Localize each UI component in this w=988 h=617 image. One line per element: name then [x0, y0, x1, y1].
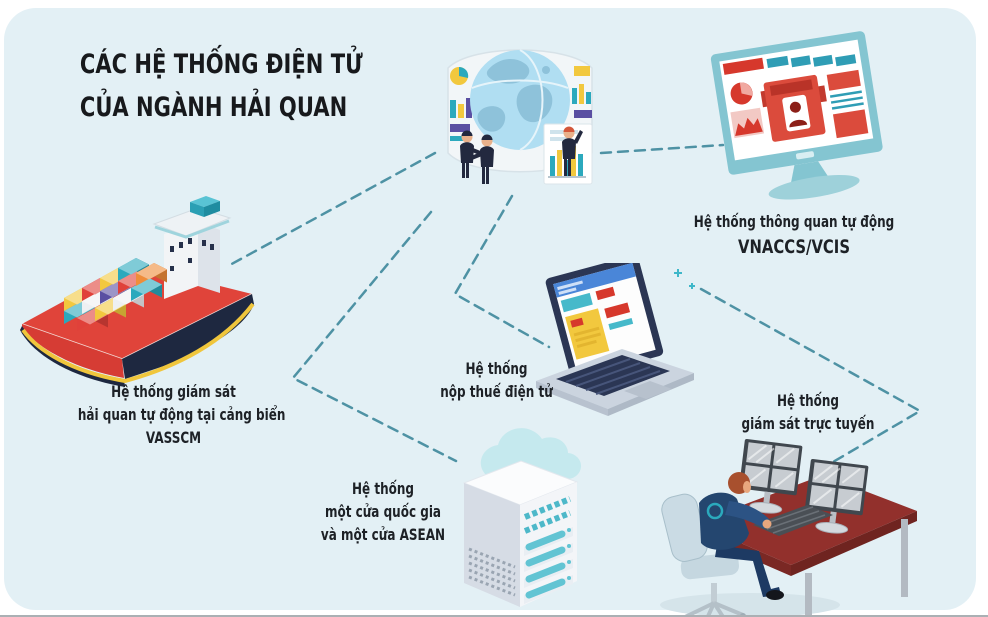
ship-deck — [22, 264, 252, 359]
label-nsw-line1: Hệ thống — [351, 479, 415, 498]
connector-hub-to-server — [291, 210, 458, 463]
connector-hub-to-ship — [226, 151, 437, 268]
people-figures — [460, 126, 583, 184]
label-nsw-line3: và một cửa ASEAN — [320, 525, 446, 545]
page-title-line2: CỦA NGÀNH HẢI QUAN — [79, 91, 348, 123]
office-chair — [661, 493, 746, 617]
ship-bow — [22, 324, 124, 378]
label-vasscm: Hệ thống giám sát hải quan tự động tại c… — [46, 380, 301, 450]
label-online-monitoring-line2: giám sát trực tuyến — [741, 414, 875, 434]
dashboard-content — [722, 54, 869, 142]
keyboard — [556, 355, 670, 396]
monitoring-workstation-illustration — [660, 437, 917, 617]
operator-person — [699, 472, 784, 600]
connector-hub-to-monitor — [599, 143, 725, 155]
label-vasscm-line3: VASSCM — [145, 428, 202, 448]
label-nsw: Hệ thống một cửa quốc gia và một cửa ASE… — [300, 477, 466, 547]
etax-laptop-illustration — [536, 263, 695, 416]
label-vasscm-line2: hải quan tự động tại cảng biển — [77, 405, 286, 425]
bottom-divider — [0, 615, 988, 617]
band-mini-charts-left — [450, 66, 472, 141]
label-vnaccs: Hệ thống thông quan tự động VNACCS/VCIS — [639, 210, 949, 262]
connector-hub-to-laptop — [453, 194, 551, 349]
label-online-monitoring-line1: Hệ thống — [776, 391, 840, 410]
floor-shadow — [660, 593, 840, 617]
server-tower — [462, 460, 579, 607]
label-vasscm-line1: Hệ thống giám sát — [111, 382, 236, 401]
server-slots — [524, 527, 573, 604]
cargo-ship-illustration — [20, 196, 255, 387]
label-nsw-line2: một cửa quốc gia — [324, 502, 442, 522]
label-etax-line1: Hệ thống — [465, 359, 528, 378]
label-vnaccs-line2: VNACCS/VCIS — [737, 236, 850, 259]
band-mini-charts-right — [572, 66, 592, 118]
page-title: CÁC HỆ THỐNG ĐIỆN TỬ CỦA NGÀNH HẢI QUAN — [44, 44, 370, 129]
label-etax-line2: nộp thuế điện tử — [440, 382, 553, 402]
ship-superstructure — [152, 196, 232, 299]
ship-hull — [122, 294, 254, 379]
vnaccs-monitor-illustration — [710, 31, 883, 200]
globe-data-hub-illustration — [447, 49, 593, 185]
laptop-lid — [545, 263, 664, 379]
nsw-server-illustration — [462, 428, 582, 607]
sparkle-icon — [674, 269, 695, 289]
label-vnaccs-line1: Hệ thống thông quan tự động — [693, 212, 895, 231]
infographic-canvas: CÁC HỆ THỐNG ĐIỆN TỬ CỦA NGÀNH HẢI QUAN — [4, 8, 976, 617]
laptop-base — [536, 349, 694, 416]
label-etax: Hệ thống nộp thuế điện tử — [414, 357, 579, 403]
monitor-base — [768, 175, 860, 200]
monitor-button — [795, 151, 815, 160]
vent-grid — [468, 547, 516, 597]
label-online-monitoring: Hệ thống giám sát trực tuyến — [702, 389, 914, 435]
trackpad — [624, 381, 672, 399]
page-title-line1: CÁC HỆ THỐNG ĐIỆN TỬ — [79, 49, 363, 80]
hull-stripe — [21, 302, 255, 384]
